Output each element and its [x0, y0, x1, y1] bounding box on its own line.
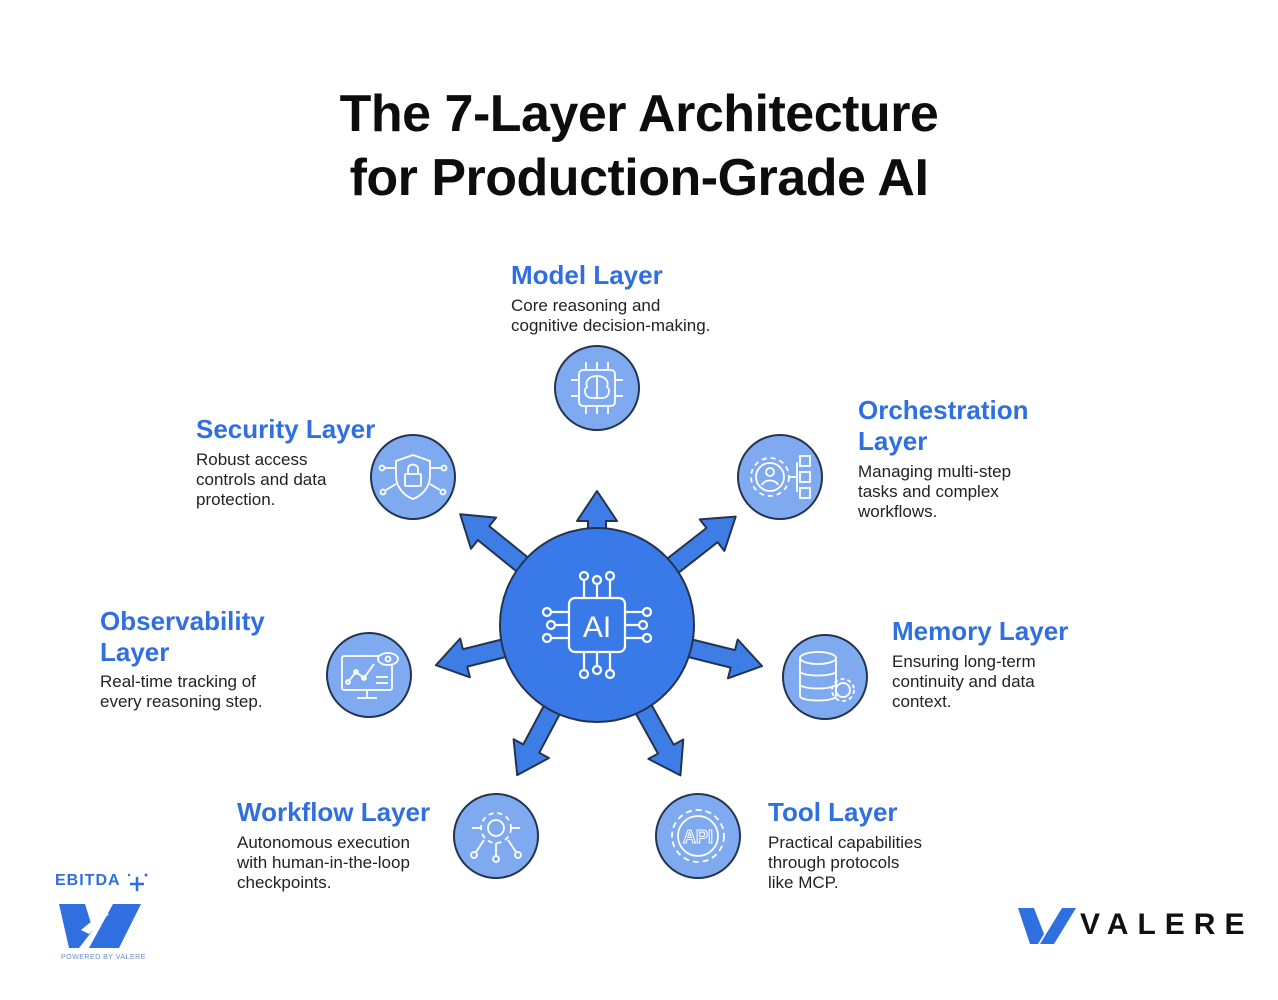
- workflow-layer-title: Workflow Layer: [237, 797, 431, 827]
- valere-mark-icon: [1018, 908, 1076, 944]
- gear-workflow-icon: [750, 455, 811, 499]
- database-gear-icon: [799, 651, 855, 702]
- gear-circuit-icon: [470, 812, 522, 863]
- shield-lock-icon: [378, 454, 448, 500]
- model-layer-title: Model Layer: [511, 260, 663, 290]
- api-icon-text: API: [683, 827, 713, 847]
- ebitda-logo-text: EBITDA: [55, 872, 121, 889]
- observability-layer-icon-circle: [326, 632, 412, 718]
- memory-layer-title: Memory Layer: [892, 616, 1069, 646]
- ai-hub: AI: [499, 527, 695, 723]
- valere-logo: VALERE: [1018, 904, 1248, 948]
- arrow-sec-shape: [459, 513, 536, 578]
- ai-chip-icon: [541, 570, 653, 680]
- security-layer-icon-circle: [370, 434, 456, 520]
- tool-layer-title: Tool Layer: [768, 797, 898, 827]
- orchestration-layer-icon-circle: [737, 434, 823, 520]
- tool-layer-icon-circle: API: [655, 793, 741, 879]
- powered-by-text: POWERED BY VALERE: [61, 954, 146, 961]
- arrow-orchestration-layer: [659, 515, 737, 579]
- arrow-security-layer: [459, 513, 536, 578]
- valere-logo-text: VALERE: [1080, 908, 1254, 941]
- monitor-eye-icon: [341, 652, 399, 699]
- api-gear-icon: [671, 809, 725, 863]
- security-layer-title: Security Layer: [196, 414, 376, 444]
- ai-label: AI: [583, 611, 611, 644]
- workflow-layer-icon-circle: [453, 793, 539, 879]
- page-title: The 7-Layer Architecture for Production-…: [0, 82, 1278, 210]
- arrow-orch-shape: [659, 515, 737, 579]
- brain-chip-icon: [571, 362, 623, 414]
- model-layer-icon-circle: [554, 345, 640, 431]
- memory-layer-icon-circle: [782, 634, 868, 720]
- ebitda-logo: EBITDA POWERED BY VALERE: [55, 872, 165, 972]
- ebitda-mark-icon: [59, 904, 141, 948]
- title-line-1: The 7-Layer Architecture: [339, 85, 939, 143]
- title-line-2: for Production-Grade AI: [349, 149, 929, 207]
- ebitda-plus-icon: [127, 873, 148, 891]
